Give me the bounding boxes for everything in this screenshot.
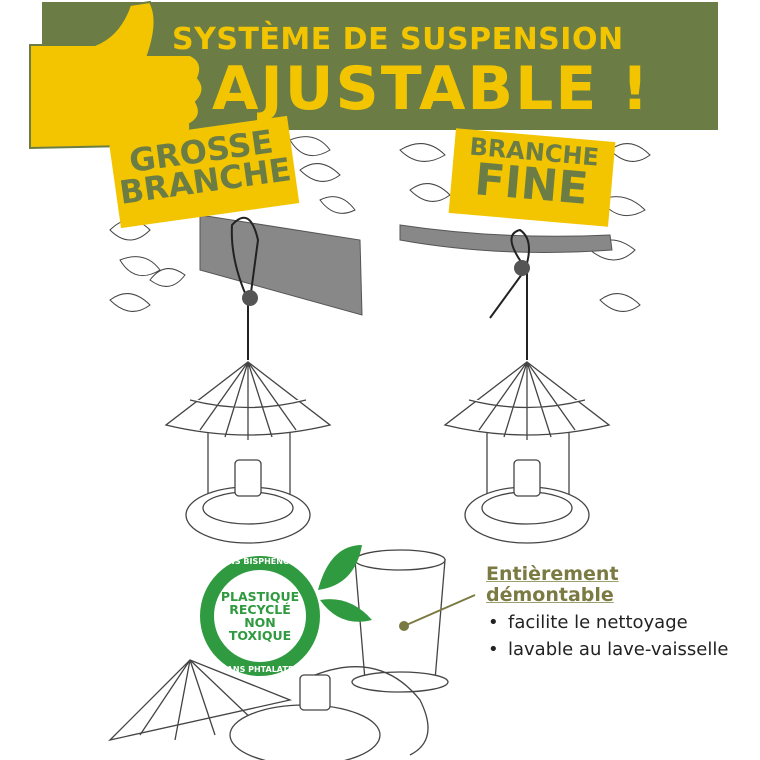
pointer-dot — [399, 621, 409, 631]
badge-line: NON — [244, 615, 276, 630]
badge-ring-top: SANS BISPHENOL A — [216, 557, 304, 566]
thick-branch — [199, 214, 363, 316]
label-thin-branch: BRANCHE FINE — [448, 128, 616, 227]
recycled-plastic-badge: SANS BISPHENOL A PLASTIQUE RECYCLÉ NON T… — [200, 556, 320, 676]
features-title: Entièrement — [486, 563, 619, 585]
header-title-line1: SYSTÈME DE SUSPENSION — [172, 22, 624, 57]
feeder-right — [443, 361, 611, 544]
feature-item: facilite le nettoyage — [486, 612, 728, 634]
badge-line: PLASTIQUE — [220, 588, 300, 604]
badge-ring-bottom: SANS PHTALATES — [220, 665, 300, 674]
leaf-icon — [318, 545, 362, 590]
disassembled-feeder — [107, 549, 449, 760]
foliage-left — [109, 136, 356, 312]
features: Entièrement démontable facilite le netto… — [486, 564, 728, 667]
thumbs-up-icon — [29, 0, 204, 150]
features-title: démontable — [486, 583, 614, 606]
label-line: FINE — [472, 153, 591, 215]
badge-line: TOXIQUE — [228, 628, 292, 644]
feature-item: lavable au lave-vaisselle — [486, 639, 728, 661]
feeder-left — [164, 361, 332, 544]
badge-line: RECYCLÉ — [229, 601, 291, 617]
leaf-icon — [320, 599, 372, 622]
thin-branch — [399, 224, 613, 253]
header-title-line2: AJUSTABLE ! — [212, 54, 651, 124]
